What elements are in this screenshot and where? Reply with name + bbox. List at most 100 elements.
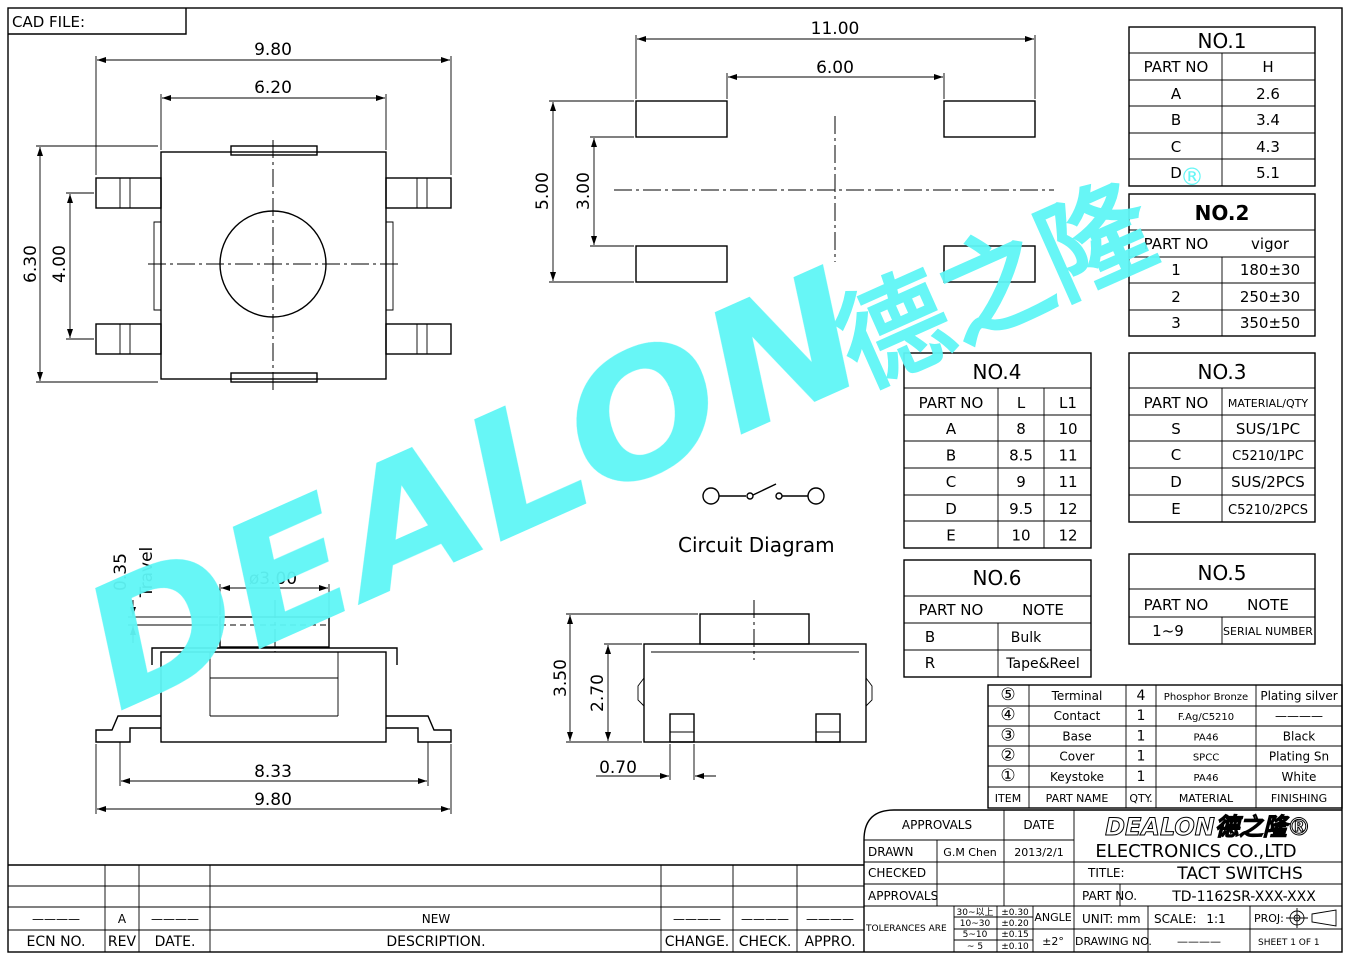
table-no1-cell: 2.6 [1256,85,1280,103]
cad-file-label: CAD FILE: [12,13,85,31]
table-no4-cell: E [946,526,955,544]
table-no4-cell: A [946,420,957,438]
bom-cell: Base [1062,729,1091,743]
revision-head: DESCRIPTION. [386,934,485,950]
tb-drawn-label: DRAWN [868,845,914,859]
table-no6-cell: R [925,654,935,672]
tb-part-label: PART NO. [1082,889,1137,903]
table-no1-cell: 3.4 [1256,111,1280,129]
table-no3-cell: D [1170,473,1182,491]
table-no5-head-part: PART NO [1144,596,1209,614]
tol-value: ±0.10 [1001,942,1029,952]
dim-top-width: 9.80 [254,40,292,60]
dim-travel-value: 0.35 [111,553,131,591]
tb-angle-value: ±2° [1042,935,1064,948]
revision-head: APPRO. [804,934,855,950]
bom-head: ITEM [995,792,1021,805]
table-no6-cell: Bulk [1011,630,1042,646]
table-no3-cell: S [1171,420,1181,438]
table-no4-cell: 12 [1058,526,1077,544]
table-no2-cell: 350±50 [1240,314,1300,332]
watermark-text: DEALON [55,232,893,749]
table-no4-cell: 8 [1016,420,1026,438]
tb-angle-label: ANGLE [1034,911,1071,924]
bom-cell: 1 [1137,749,1146,765]
bom-cell: Phosphor Bronze [1164,692,1248,703]
table-no4-cell: 10 [1058,420,1077,438]
drawing-title: TACT SWITCHS [1176,864,1303,884]
tol-range: 10~30 [960,919,991,929]
circuit-diagram-label: Circuit Diagram [678,533,835,557]
table-no3-cell: SUS/2PCS [1231,473,1305,491]
bom-cell: Keystoke [1050,770,1104,784]
table-no2-cell: 2 [1171,288,1181,306]
table-no4-head-l1: L1 [1059,394,1077,412]
company-name: ELECTRONICS CO.,LTD [1095,841,1296,862]
bom-cell: Plating silver [1260,689,1337,703]
table-no1-cell: D [1170,164,1182,182]
tb-date-head: DATE [1023,818,1054,832]
table-no5-head-note: NOTE [1247,596,1289,614]
tb-unit: UNIT: mm [1082,912,1141,926]
table-no3-head-part: PART NO [1144,394,1209,412]
bom-cell: ① [1000,766,1015,786]
dim-pad-inner: 6.00 [816,58,854,78]
tb-drawing-no-value: ———— [1177,935,1221,948]
dim-diameter: ø3.00 [249,569,297,589]
bom-head: MATERIAL [1179,792,1234,805]
revision-cell: ———— [151,912,199,926]
table-no1-cell: A [1171,85,1182,103]
top-view: 9.80 6.20 6.30 4.00 [21,40,452,390]
tb-title-label: TITLE: [1087,866,1125,880]
dim-top-height-inner: 4.00 [50,245,70,283]
table-no4-cell: D [945,500,957,518]
table-no3: NO.3 PART NO MATERIAL/QTY S SUS/1PC C C5… [1128,352,1316,523]
table-no2-head-part: PART NO [1144,235,1209,253]
table-no3-title: NO.3 [1198,360,1247,384]
tol-range: 5~10 [963,930,988,940]
tol-value: ±0.30 [1001,908,1029,918]
table-no4-cell: 9.5 [1009,500,1033,518]
side-view: 0.35 Travel ø3.00 8.33 9.80 [95,547,452,814]
bom-cell: F.Ag/C5210 [1178,712,1234,723]
table-no6-head-part: PART NO [919,601,984,619]
table-no4-cell: B [946,447,956,465]
bom-head: FINISHING [1271,792,1327,805]
tb-drawn-date: 2013/2/1 [1014,846,1063,859]
dim-pad-height-inner: 3.00 [574,172,594,210]
table-no4-cell: 11 [1058,473,1077,491]
table-no2-cell: 180±30 [1240,261,1300,279]
bom-cell: 4 [1137,688,1146,704]
revision-cell: A [118,912,127,926]
table-no4-cell: C [946,473,956,491]
table-no1-cell: C [1171,138,1181,156]
pad-layout: 11.00 6.00 5.00 3.00 [533,19,1054,283]
table-no5: NO.5 PART NO NOTE 1~9 SERIAL NUMBER [1128,553,1316,645]
tol-value: ±0.15 [1001,930,1029,940]
dim-top-inner: 6.20 [254,78,292,98]
tb-scale-label: SCALE: [1154,912,1197,926]
end-view: 3.50 2.70 0.70 [551,600,873,780]
table-no4-head-part: PART NO [919,394,984,412]
dim-end-pin: 0.70 [599,758,637,778]
tb-approvals-head: APPROVALS [902,818,972,832]
table-no4-cell: 10 [1011,526,1030,544]
table-no1-head-part: PART NO [1144,58,1209,76]
watermark-registered: ® [1180,163,1204,191]
sheet-border [7,7,1343,953]
revision-cell: ———— [673,912,721,926]
part-number: TD-1162SR-XXX-XXX [1171,889,1316,905]
dim-side-width: 9.80 [254,790,292,810]
table-no1-head-h: H [1262,58,1273,76]
table-no6-head-note: NOTE [1022,601,1064,619]
bom-cell: 1 [1137,728,1146,744]
table-no4-cell: 8.5 [1009,447,1033,465]
table-no5-cell: 1~9 [1152,622,1184,640]
bom-cell: Plating Sn [1269,750,1329,764]
bom-cell: ———— [1275,709,1323,723]
bom-cell: ② [1000,746,1015,766]
title-block: APPROVALS DATE DRAWN G.M Chen 2013/2/1 C… [863,809,1342,952]
